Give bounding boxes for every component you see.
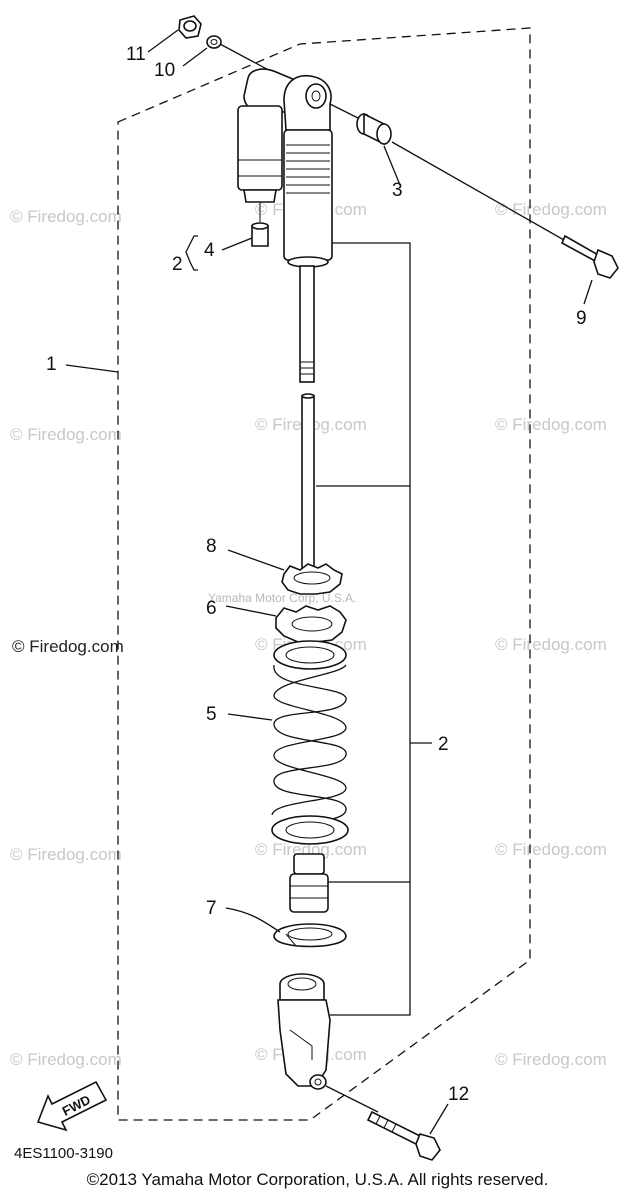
assembly-boundary: [117, 27, 531, 1121]
part9-leader: [583, 279, 593, 305]
callout-11: 11: [126, 44, 146, 65]
callout-4: 4: [204, 240, 215, 261]
watermark: © Firedog.com: [495, 635, 607, 654]
callout-1: 1: [46, 354, 57, 375]
bolt-12: [366, 1110, 441, 1161]
lower-clevis: [277, 973, 331, 1090]
yamaha-watermark: Yamaha Motor Corp, U.S.A.: [208, 591, 357, 605]
part12-leader: [429, 1103, 449, 1135]
watermark: © Firedog.com: [495, 200, 607, 219]
part7-leader: [225, 907, 281, 933]
part4-leader: [221, 237, 253, 251]
part2-sub-bracket: [185, 235, 198, 271]
locknut-8: [281, 563, 343, 595]
callout-2: 2: [438, 734, 449, 755]
top-bolt-axis: [391, 141, 579, 249]
watermark: © Firedog.com: [495, 415, 607, 434]
watermark: © Firedog.com: [255, 840, 367, 859]
callout-8: 8: [206, 536, 217, 557]
top-bolt-axis: [329, 103, 359, 119]
nut-11: [178, 15, 202, 39]
watermark: © Firedog.com: [495, 840, 607, 859]
bottom-bolt-axis: [325, 1085, 379, 1113]
shock-body: [283, 74, 333, 268]
piston-rod-lower: [301, 393, 315, 583]
bolt-9: [560, 234, 619, 279]
spring-seat-7: [273, 923, 347, 948]
spring-5: [271, 640, 349, 845]
diagram-part-code: 4ES1100-3190: [14, 1145, 113, 1162]
callout-3: 3: [392, 180, 403, 201]
watermark: © Firedog.com: [10, 207, 122, 226]
callout-10: 10: [154, 60, 175, 81]
bump-stop: [289, 853, 329, 913]
adjuster-nut-6: [275, 605, 347, 643]
callout-12: 12: [448, 1084, 469, 1105]
part10-leader: [182, 47, 208, 67]
washer-10: [206, 35, 222, 49]
part2-bracket: [320, 242, 411, 1016]
part1-leader: [65, 364, 119, 373]
part5-leader: [227, 713, 273, 721]
watermark: © Firedog.com: [495, 1050, 607, 1069]
part3-leader: [383, 145, 401, 186]
callout-6: 6: [206, 598, 217, 619]
part8-leader: [227, 549, 285, 571]
collar-3: [356, 112, 392, 146]
valve-4: [251, 202, 269, 247]
watermark: © Firedog.com: [10, 845, 122, 864]
part11-leader: [147, 29, 179, 53]
forward-arrow-icon: FWD: [36, 1080, 108, 1132]
callout-2-upper: 2: [172, 254, 183, 275]
callout-5: 5: [206, 704, 217, 725]
watermark: © Firedog.com: [10, 425, 122, 444]
piston-rod-upper: [299, 265, 315, 383]
watermark: © Firedog.com: [10, 1050, 122, 1069]
callout-9: 9: [576, 308, 587, 329]
watermark-dark: © Firedog.com: [12, 637, 124, 656]
copyright-footer: ©2013 Yamaha Motor Corporation, U.S.A. A…: [86, 1170, 549, 1189]
part6-leader: [225, 605, 277, 617]
callout-7: 7: [206, 898, 217, 919]
